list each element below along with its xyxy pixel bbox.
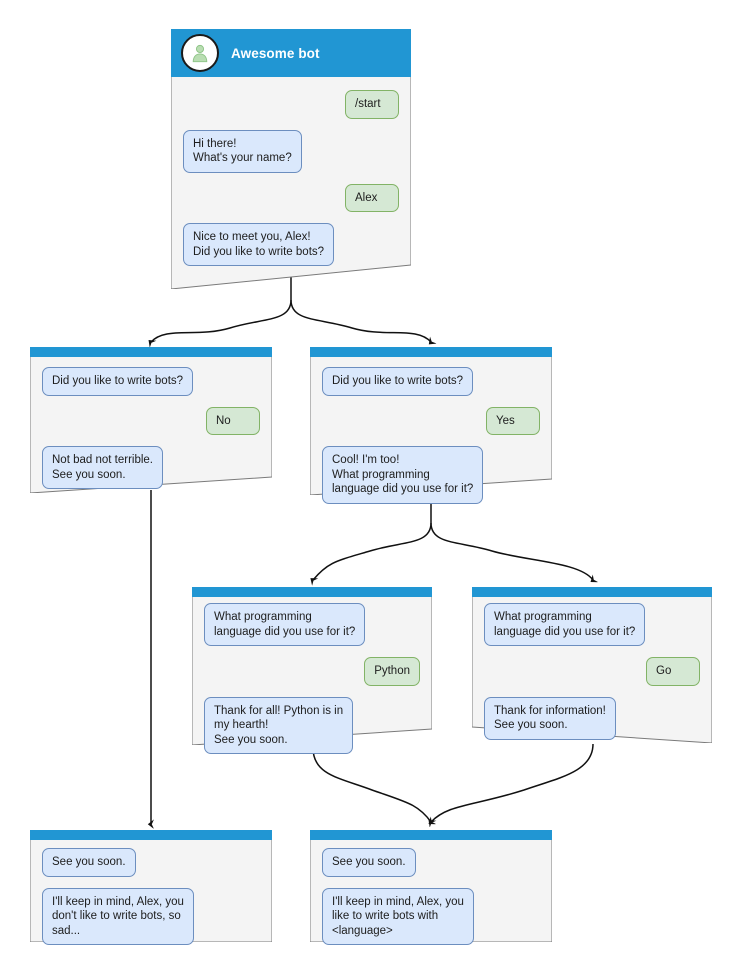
node-header-bar [30, 830, 272, 840]
user-message-bubble[interactable]: Python [364, 657, 420, 686]
message-row: Hi there! What's your name? [183, 129, 399, 173]
message-row: What programming language did you use fo… [204, 603, 420, 646]
node-header-bar [310, 347, 552, 357]
end-happy-message-list: See you soon. I'll keep in mind, Alex, y… [310, 840, 552, 945]
bot-message-bubble[interactable]: I'll keep in mind, Alex, you like to wri… [322, 887, 474, 945]
edge-root-to-no [151, 299, 292, 342]
no-message-list: Did you like to write bots? No Not bad n… [30, 357, 272, 489]
message-row: What programming language did you use fo… [484, 603, 700, 646]
bot-message-bubble[interactable]: I'll keep in mind, Alex, you don't like … [42, 887, 194, 945]
node-header-bar [30, 347, 272, 357]
bot-message-bubble[interactable]: Not bad not terrible. See you soon. [42, 446, 164, 489]
message-row: Alex [183, 183, 399, 212]
branch-python[interactable]: What programming language did you use fo… [192, 587, 432, 754]
bot-message-bubble[interactable]: Did you like to write bots? [42, 367, 194, 396]
root-chat-window[interactable]: Awesome bot /start Hi there! What's your… [171, 29, 411, 289]
bot-message-bubble[interactable]: Did you like to write bots? [322, 367, 474, 396]
bot-message-bubble[interactable]: Cool! I'm too! What programming language… [322, 446, 484, 504]
message-row: Thank for information! See you soon. [484, 696, 700, 740]
message-row: Not bad not terrible. See you soon. [42, 446, 260, 489]
person-avatar-icon [181, 34, 219, 72]
message-row: Cool! I'm too! What programming language… [322, 446, 540, 504]
bot-message-bubble[interactable]: Nice to meet you, Alex! Did you like to … [183, 223, 335, 266]
bot-name-label: Awesome bot [231, 45, 320, 61]
message-row: Did you like to write bots? [42, 367, 260, 396]
user-message-bubble[interactable]: No [206, 406, 260, 435]
end-node-happy[interactable]: See you soon. I'll keep in mind, Alex, y… [310, 830, 552, 945]
message-row: Thank for all! Python is in my hearth! S… [204, 696, 420, 754]
branch-yes[interactable]: Did you like to write bots? Yes Cool! I'… [310, 347, 552, 504]
python-message-list: What programming language did you use fo… [192, 597, 432, 754]
message-row: I'll keep in mind, Alex, you like to wri… [322, 887, 540, 945]
bot-message-bubble[interactable]: Hi there! What's your name? [183, 129, 302, 173]
user-message-bubble[interactable]: Alex [345, 183, 399, 212]
edge-yes-to-python [313, 522, 432, 580]
end-sad-message-list: See you soon. I'll keep in mind, Alex, y… [30, 840, 272, 945]
message-row: Nice to meet you, Alex! Did you like to … [183, 223, 399, 266]
message-row: See you soon. [42, 848, 260, 877]
root-message-list: /start Hi there! What's your name? Alex … [171, 77, 411, 266]
message-row: Go [484, 657, 700, 686]
node-header-bar [472, 587, 712, 597]
message-row: /start [183, 90, 399, 119]
user-message-bubble[interactable]: Yes [486, 406, 540, 435]
node-header-bar [310, 830, 552, 840]
message-row: I'll keep in mind, Alex, you don't like … [42, 887, 260, 945]
message-row: Python [204, 657, 420, 686]
bot-message-bubble[interactable]: What programming language did you use fo… [204, 603, 366, 646]
bot-message-bubble[interactable]: Thank for information! See you soon. [484, 696, 616, 740]
user-message-bubble[interactable]: /start [345, 90, 399, 119]
bot-message-bubble[interactable]: See you soon. [42, 848, 136, 877]
message-row: Did you like to write bots? [322, 367, 540, 396]
bot-titlebar: Awesome bot [171, 29, 411, 77]
bot-message-bubble[interactable]: What programming language did you use fo… [484, 603, 646, 646]
message-row: See you soon. [322, 848, 540, 877]
edge-go-to-end-happy [431, 743, 594, 822]
bot-message-bubble[interactable]: Thank for all! Python is in my hearth! S… [204, 696, 354, 754]
message-row: Yes [322, 406, 540, 435]
branch-go[interactable]: What programming language did you use fo… [472, 587, 712, 743]
yes-message-list: Did you like to write bots? Yes Cool! I'… [310, 357, 552, 504]
message-row: No [42, 406, 260, 435]
bot-message-bubble[interactable]: See you soon. [322, 848, 416, 877]
user-message-bubble[interactable]: Go [646, 657, 700, 686]
edge-yes-to-go [430, 522, 593, 580]
branch-no[interactable]: Did you like to write bots? No Not bad n… [30, 347, 272, 493]
end-node-sad[interactable]: See you soon. I'll keep in mind, Alex, y… [30, 830, 272, 945]
go-message-list: What programming language did you use fo… [472, 597, 712, 740]
node-header-bar [192, 587, 432, 597]
edge-root-to-yes [290, 299, 431, 342]
